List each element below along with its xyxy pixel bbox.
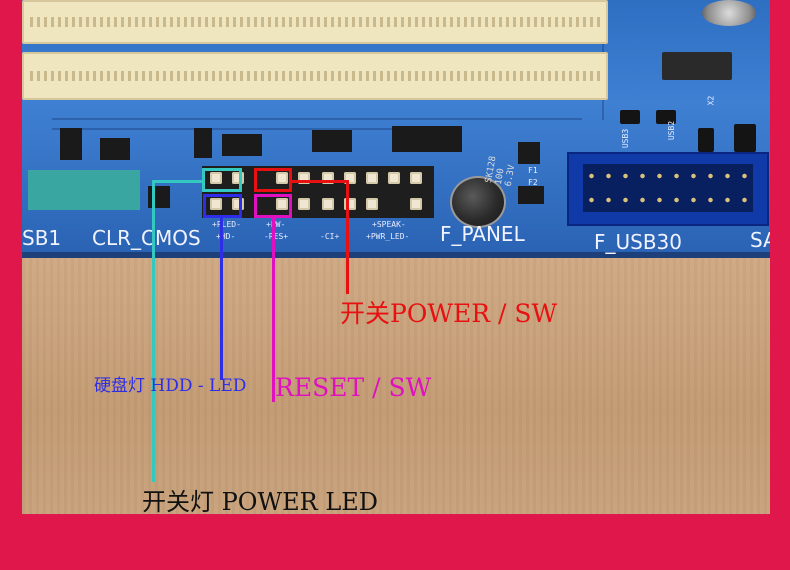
silk-pwr-led: +PWR_LED- — [366, 232, 410, 241]
hdd-led-leader — [220, 216, 223, 380]
capacitor-text: SK128 100 6.3V — [484, 155, 518, 188]
silk-f-panel: F_PANEL — [440, 222, 525, 246]
smd-component — [518, 186, 544, 204]
silk-f1: F1 — [528, 166, 538, 175]
hdd-led-label: 硬盘灯 HDD - LED — [94, 376, 247, 396]
jumper-header — [312, 130, 352, 152]
pci-slot-bottom — [22, 52, 608, 100]
power-led-leader-h — [152, 180, 204, 183]
silk-ci: -CI+ — [320, 232, 340, 241]
usb2-header — [28, 170, 140, 210]
smd-component — [518, 142, 540, 164]
usb3-header — [567, 152, 769, 226]
silk-pw: +PW- — [266, 220, 286, 229]
silk-usb2: USB2 — [667, 120, 677, 141]
reset-sw-leader — [272, 216, 275, 402]
jumper-header — [392, 126, 462, 152]
power-sw-leader-v — [346, 180, 349, 294]
smd-component — [620, 110, 640, 124]
jumper-header — [194, 128, 212, 158]
silk-res: -RES+ — [264, 232, 289, 241]
silk-f-usb30: F_USB30 — [594, 230, 683, 254]
silk-clr-cmos: CLR_CMOS — [92, 226, 201, 250]
pcb-edge — [22, 252, 770, 260]
smd-component — [698, 128, 714, 152]
pci-slot-top — [22, 0, 608, 44]
pcb-trace — [52, 118, 582, 120]
crystal-oscillator — [662, 52, 732, 80]
silk-speak: +SPEAK- — [372, 220, 406, 229]
pcb-trace — [52, 128, 452, 130]
power-led-label: 开关灯 POWER LED — [142, 488, 379, 514]
capacitor — [450, 176, 506, 228]
reset-sw-label: RESET / SW — [275, 373, 432, 402]
standoff-screw — [702, 0, 756, 26]
motherboard-photo: SB1 CLR_CMOS +PLED- +HD- +PW- -RES+ -CI+… — [22, 0, 770, 514]
smd-component — [656, 110, 676, 124]
silk-hd: +HD- — [216, 232, 236, 241]
power-sw-label: 开关POWER / SW — [340, 299, 558, 328]
reset-sw-box — [254, 194, 292, 218]
jumper-header — [60, 128, 82, 160]
power-led-leader-v — [152, 180, 155, 482]
cardboard-background — [22, 258, 770, 514]
jumper-header — [100, 138, 130, 160]
smd-component — [734, 124, 756, 152]
power-sw-box — [254, 168, 292, 192]
hdd-led-box — [203, 194, 242, 218]
power-sw-leader-h — [290, 180, 348, 183]
power-led-box — [202, 168, 242, 192]
silk-usb3: USB3 — [621, 128, 631, 149]
silk-pled: +PLED- — [212, 220, 241, 229]
silk-usb: SB1 — [22, 226, 62, 250]
jumper-header — [222, 134, 262, 156]
silk-sa: SA — [750, 228, 770, 252]
silk-x2: X2 — [706, 95, 716, 106]
silk-f2: F2 — [528, 178, 538, 187]
